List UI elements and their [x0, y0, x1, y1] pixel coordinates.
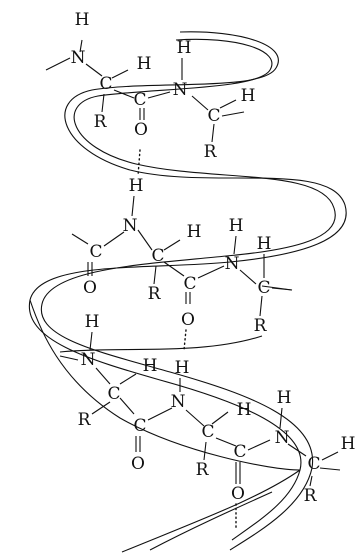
atom-nitrogen: N [123, 216, 138, 236]
atom-nitrogen: N [71, 48, 86, 68]
hydrogen-bond-1 [137, 149, 141, 177]
atom-hydrogen: H [137, 54, 152, 74]
atom-carbon: C [183, 274, 196, 294]
atom-hydrogen: H [257, 234, 272, 254]
atom-carbon: C [307, 454, 320, 474]
atom-hydrogen: H [85, 312, 100, 332]
ribbon-lower-sweep [29, 299, 301, 471]
atom-nitrogen: N [173, 80, 188, 100]
atom-hydrogen: H [341, 434, 356, 454]
atom-hydrogen: H [187, 222, 202, 242]
atom-hydrogen: H [241, 86, 256, 106]
atom-hydrogen: H [75, 10, 90, 30]
atom-hydrogen: H [229, 216, 244, 236]
atom-r-group: R [94, 112, 108, 132]
hydrogen-bonds [137, 149, 237, 531]
ribbon-tail-b [149, 491, 273, 551]
atom-carbon: C [89, 242, 102, 262]
atom-labels: H N H C R C O H N C H R H N C O H C R C … [71, 10, 356, 506]
ribbon-tail-a [121, 469, 301, 553]
atom-carbon: C [99, 74, 112, 94]
atom-oxygen: O [181, 310, 195, 330]
atom-carbon: C [133, 416, 146, 436]
atom-nitrogen: N [225, 254, 240, 274]
atom-hydrogen: H [277, 388, 292, 408]
atom-hydrogen: H [129, 176, 144, 196]
atom-oxygen: O [134, 120, 148, 140]
atom-r-group: R [148, 284, 162, 304]
covalent-bonds [45, 39, 341, 487]
atom-oxygen: O [131, 454, 145, 474]
atom-hydrogen: H [143, 356, 158, 376]
atom-carbon: C [107, 384, 120, 404]
ribbon-back-segment [59, 335, 263, 353]
atom-carbon: C [233, 442, 246, 462]
atom-r-group: R [254, 316, 268, 336]
helix-ribbon [28, 31, 347, 553]
atom-r-group: R [204, 142, 218, 162]
atom-carbon: C [257, 278, 270, 298]
atom-nitrogen: N [81, 350, 96, 370]
atom-r-group: R [196, 460, 210, 480]
ribbon-edge-inner [40, 38, 336, 551]
atom-oxygen: O [231, 484, 245, 504]
atom-oxygen: O [83, 278, 97, 298]
atom-carbon: C [201, 422, 214, 442]
hydrogen-bond-2 [183, 329, 187, 351]
atom-carbon: C [207, 106, 220, 126]
atom-carbon: C [133, 90, 146, 110]
atom-nitrogen: N [275, 428, 290, 448]
atom-nitrogen: N [171, 392, 186, 412]
atom-r-group: R [78, 410, 92, 430]
ribbon-edge-outer [28, 31, 347, 541]
atom-carbon: C [151, 246, 164, 266]
atom-hydrogen: H [177, 38, 192, 58]
atom-hydrogen: H [237, 400, 252, 420]
atom-hydrogen: H [175, 358, 190, 378]
atom-r-group: R [304, 486, 318, 506]
